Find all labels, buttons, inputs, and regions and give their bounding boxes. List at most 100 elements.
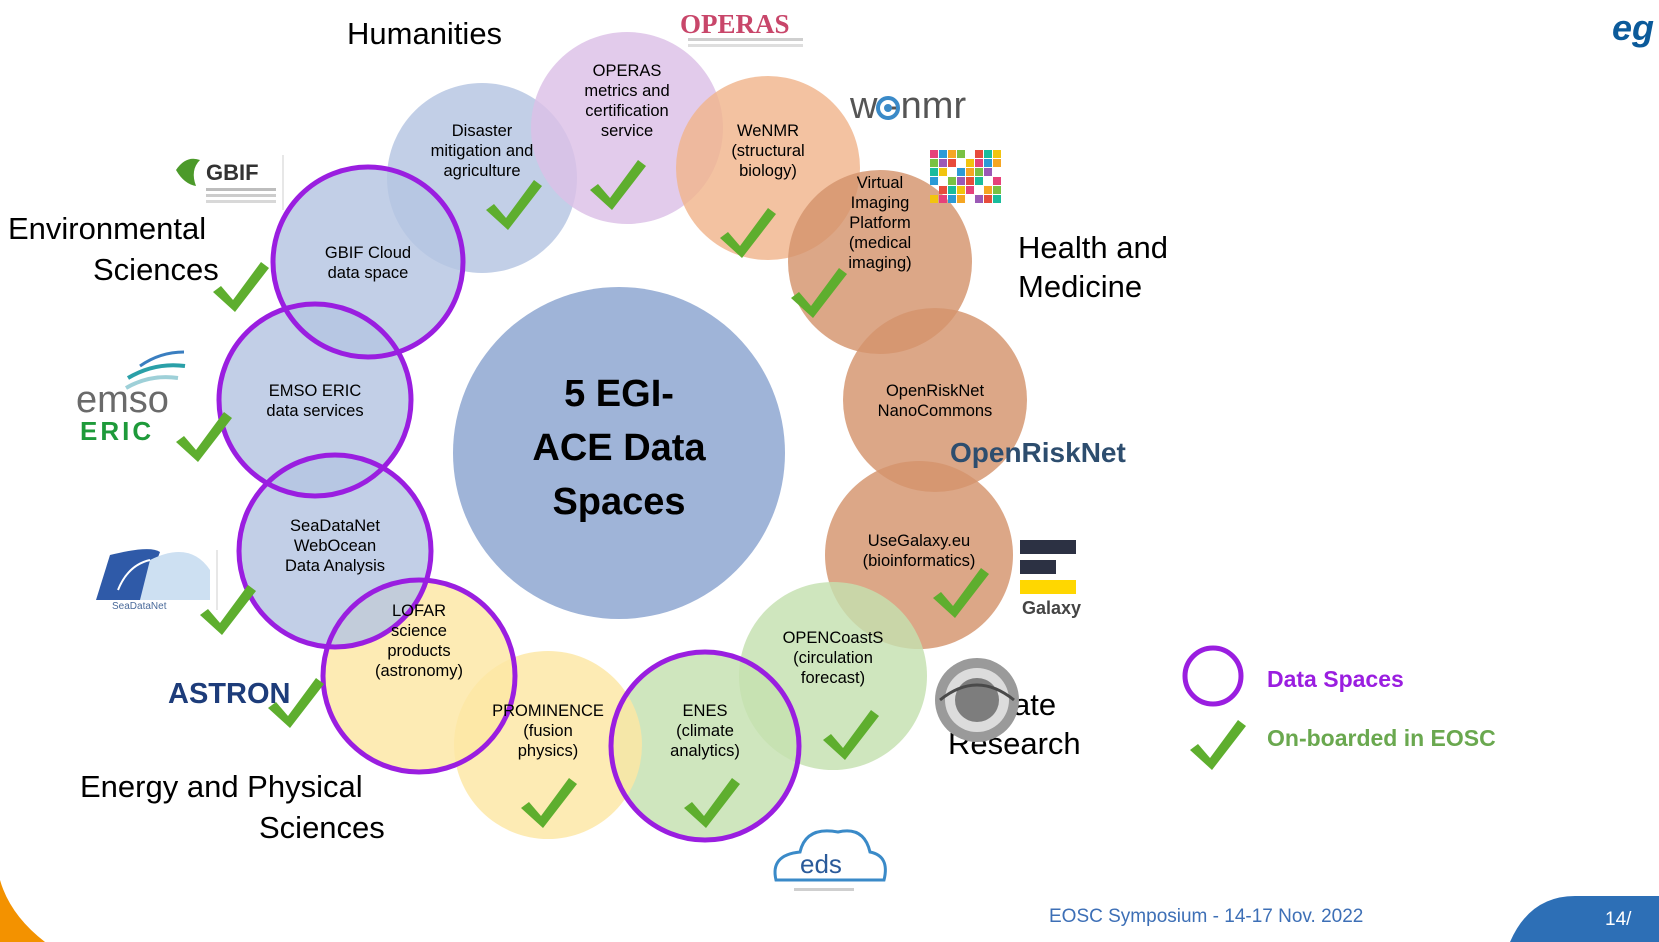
onboarded-check-icon [720,208,776,258]
grid-logo-cell [966,177,974,185]
operas-logo-text: OPERAS [680,9,790,39]
legend-data-space-ring [1182,645,1244,707]
service-label-opencoasts-line-1: OPENCoastS [783,629,884,647]
grid-logo-cell [993,159,1001,167]
domain-health-line-1: Health and [1018,230,1168,265]
service-circle-openrisknet [843,308,1027,492]
center-circle [453,287,785,619]
gbif-logo-text: GBIF [206,160,259,185]
seadatanet-logo: SeaDataNet [96,549,218,612]
climate-logo [935,658,1019,742]
grid-logo-cell [939,168,947,176]
gbif-logo: GBIF [176,155,284,210]
center-title-line-3: Spaces [552,481,685,523]
service-label-wenmr-line-3: biology) [739,162,797,180]
grid-logo-cell [966,159,974,167]
data-space-ring-lofar [320,577,518,775]
service-label-disaster-line-3: agriculture [443,162,520,180]
service-label-lofar-line-2: science [391,622,447,640]
service-circle-vip [788,170,972,354]
grid-logo-cell [948,150,956,158]
service-label-operas-line-2: metrics and [584,82,669,100]
wenmr-logo-text: w -nmr [849,85,966,127]
grid-logo-cell [930,195,938,203]
center-title-line-1: 5 EGI- [564,373,674,415]
service-label-operas-line-1: OPERAS [593,62,662,80]
grid-logo-cell [975,168,983,176]
wenmr-logo: w -nmr [849,85,966,127]
grid-logo-cell [957,177,965,185]
grid-logo-cell [948,186,956,194]
onboarded-check-icon [200,585,256,635]
grid-logo-cell [948,159,956,167]
service-label-lofar-line-4: (astronomy) [375,662,463,680]
grid-logo-cell [975,150,983,158]
onboarded-check-icon [791,268,847,318]
domain-environmental-line-1: Environmental [8,211,206,246]
service-circle-enes [611,652,799,840]
grid-logo-cell [975,177,983,185]
service-label-wenmr-line-2: (structural [731,142,804,160]
grid-logo-cell [939,159,947,167]
eds-logo-text: eds [800,849,842,879]
operas-logo: OPERAS [680,9,803,47]
onboarded-check-icon [213,262,269,312]
emso-logo-text: emso [76,379,169,421]
grid-logo-cell [984,168,992,176]
grid-logo-cell [993,186,1001,194]
service-label-lofar-line-3: products [387,642,450,660]
onboarded-check-icon [268,678,324,728]
grid-logo-cell [984,159,992,167]
service-label-wenmr-line-1: WeNMR [737,122,799,140]
grid-logo-cell [966,168,974,176]
service-label-vip-line-2: Imaging [851,194,910,212]
openrisknet-logo-text: OpenRiskNet [950,437,1126,468]
domain-environmental-line-2: Sciences [93,252,219,287]
service-label-seadatanet-line-1: SeaDataNet [290,517,380,535]
service-label-prominence-line-2: (fusion [523,722,573,740]
service-label-operas-line-4: service [601,122,653,140]
grid-logo-cell [957,186,965,194]
grid-logo-cell [930,150,938,158]
data-space-ring-gbif [270,164,466,360]
legend-data-spaces-label: Data Spaces [1267,666,1404,692]
grid-logo-cell [993,177,1001,185]
data-space-ring-emso [216,301,414,499]
service-label-usegalaxy-line-1: UseGalaxy.eu [868,532,970,550]
service-circle-seadatanet [239,455,431,647]
domain-energy-line-2: Sciences [259,810,385,845]
grid-logo-cell [957,168,965,176]
service-label-vip-line-1: Virtual [857,174,903,192]
service-label-openrisknet-line-2: NanoCommons [878,402,993,420]
footer-page-badge [1510,896,1659,942]
grid-logo-cell [939,186,947,194]
grid-logo-cell [993,195,1001,203]
grid-logo-cell [984,150,992,158]
service-label-emso-line-1: EMSO ERIC [269,382,362,400]
center-title-line-2: ACE Data [532,427,706,469]
service-label-prominence-line-3: physics) [518,742,579,760]
service-circle-operas [531,32,723,224]
legend-onboarded-label: On-boarded in EOSC [1267,725,1496,751]
service-label-emso-line-2: data services [266,402,363,420]
galaxy-logo-text: Galaxy [1022,598,1081,618]
service-label-enes-line-3: analytics) [670,742,740,760]
domain-energy-line-1: Energy and Physical [80,769,363,804]
grid-logo-cell [930,168,938,176]
service-circle-gbif [273,167,463,357]
service-label-disaster-line-1: Disaster [452,122,513,140]
service-label-seadatanet-line-2: WebOcean [294,537,376,555]
service-label-opencoasts-line-2: (circulation [793,649,873,667]
grid-logo-cell [948,177,956,185]
service-label-opencoasts-line-3: forecast) [801,669,865,687]
grid-logo-cell [975,195,983,203]
onboarded-check-icon [933,568,989,618]
service-label-disaster-line-2: mitigation and [431,142,534,160]
grid-logo-cell [930,159,938,167]
service-label-lofar-line-1: LOFAR [392,602,446,620]
service-label-seadatanet-line-3: Data Analysis [285,557,385,575]
eds-logo: eds [773,829,887,891]
onboarded-check-icon [486,180,542,230]
domain-health-line-2: Medicine [1018,269,1142,304]
